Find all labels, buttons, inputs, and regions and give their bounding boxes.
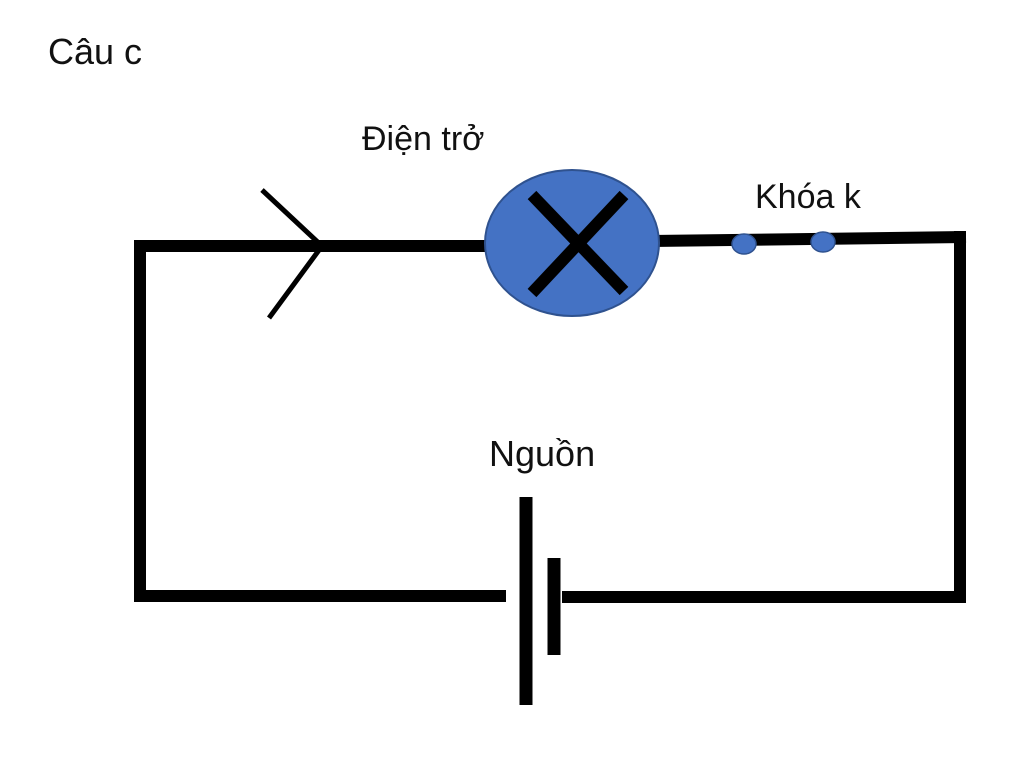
switch-label: Khóa k (755, 178, 861, 216)
resistor-cross-b (527, 190, 629, 298)
title-text: Câu c (48, 31, 143, 72)
arrowhead-right-icon (260, 188, 326, 320)
wire-top-right (650, 231, 967, 247)
battery-icon (519, 497, 561, 705)
switch-icon (731, 231, 836, 255)
resistor-label: Điện trở (362, 120, 485, 158)
circuit-wires (134, 231, 967, 603)
switch-contact-left (731, 233, 757, 255)
switch-contact-right (810, 231, 836, 253)
source-label: Nguồn (489, 433, 596, 474)
resistor-icon (484, 169, 660, 317)
